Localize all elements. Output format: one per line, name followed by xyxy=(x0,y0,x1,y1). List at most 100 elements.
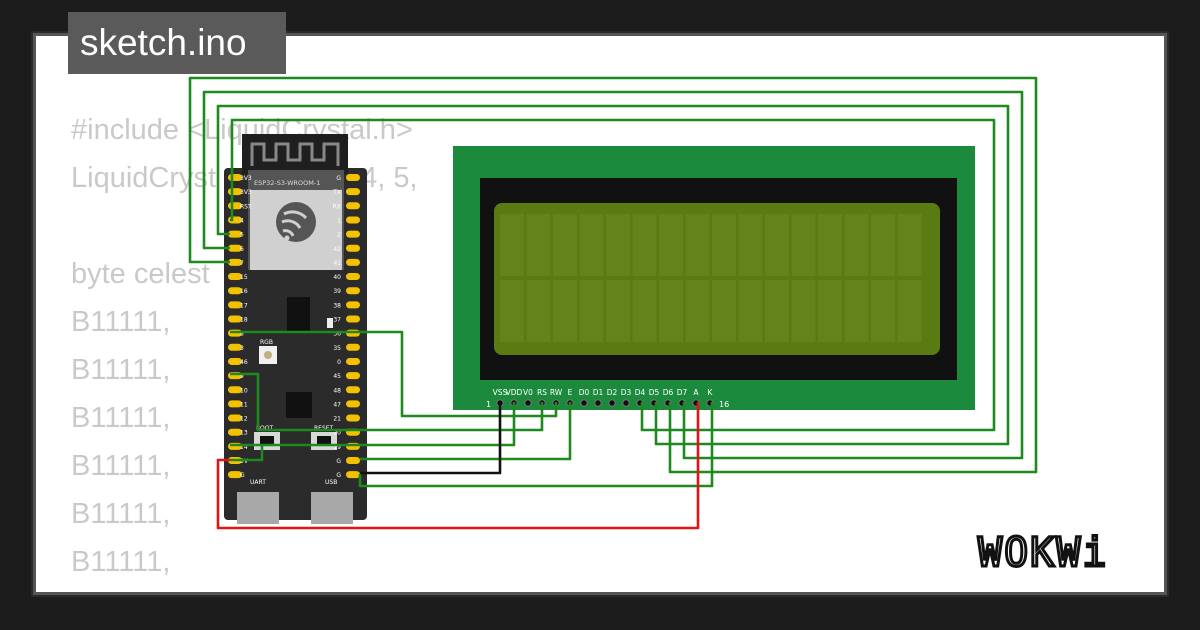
board-pin[interactable] xyxy=(346,244,360,252)
board-pin-label: 10 xyxy=(240,387,248,394)
rgb-label: RGB xyxy=(260,339,273,346)
board-pin[interactable] xyxy=(346,273,360,281)
board-pin[interactable] xyxy=(228,386,242,394)
wire-e[interactable] xyxy=(230,330,558,418)
usb-port[interactable] xyxy=(311,492,353,524)
wire-5v[interactable] xyxy=(216,402,700,530)
lcd-cell xyxy=(526,214,551,276)
lcd-cell xyxy=(844,280,869,342)
lcd-pin[interactable] xyxy=(608,399,616,407)
lcd-cell xyxy=(553,280,577,342)
board-pin[interactable] xyxy=(346,188,360,196)
lcd-cell xyxy=(712,214,736,276)
lcd-pin[interactable] xyxy=(594,399,602,407)
board-pin-label: 41 xyxy=(333,260,341,267)
wire-vdd[interactable] xyxy=(230,402,516,447)
board-pin-label: 0 xyxy=(337,359,341,366)
lcd-cell xyxy=(871,214,895,276)
wire-d5[interactable] xyxy=(216,104,1010,446)
board-pin-label: G xyxy=(240,472,245,479)
board-pin-label: 4 xyxy=(240,217,244,224)
board-pin[interactable] xyxy=(228,287,242,295)
board-pin[interactable] xyxy=(228,471,242,479)
board-pin[interactable] xyxy=(346,230,360,238)
board-pin[interactable] xyxy=(228,357,242,365)
antenna xyxy=(242,134,348,174)
board-pin[interactable] xyxy=(346,301,360,309)
lcd-cell xyxy=(712,280,736,342)
lcd-cell xyxy=(500,214,524,276)
board-pin-label: 7 xyxy=(240,260,244,267)
uart-usb-port[interactable] xyxy=(237,492,279,524)
code-line: B11111, xyxy=(71,354,171,386)
board-pin-label: 11 xyxy=(240,401,248,408)
boot-button[interactable] xyxy=(254,432,280,450)
board-pin[interactable] xyxy=(228,230,242,238)
board-pin-label: 3V3 xyxy=(240,189,252,196)
board-pin-label: RX xyxy=(333,203,341,210)
lcd-cell xyxy=(659,280,683,342)
board-pin[interactable] xyxy=(346,315,360,323)
board-pin-label: 9 xyxy=(240,373,244,380)
led-smd xyxy=(327,318,333,328)
board-pin-label: 17 xyxy=(240,302,248,309)
lcd-cell xyxy=(500,280,524,342)
board-pin-label: 42 xyxy=(333,246,341,253)
wire-d6[interactable] xyxy=(202,90,1024,460)
lcd-pin[interactable] xyxy=(524,399,532,407)
wire-d7[interactable] xyxy=(188,76,1038,474)
wire-rw[interactable] xyxy=(360,402,572,461)
lcd-pin-label: RS xyxy=(537,388,547,397)
board-pin[interactable] xyxy=(346,343,360,351)
board-pin[interactable] xyxy=(228,244,242,252)
lcd-pin-label: E xyxy=(568,388,573,397)
wire-gnd[interactable] xyxy=(360,402,502,475)
board-pin[interactable] xyxy=(346,414,360,422)
wire-bl[interactable] xyxy=(230,446,264,462)
lcd-cell xyxy=(553,214,577,276)
board-pin[interactable] xyxy=(228,258,242,266)
board-pin[interactable] xyxy=(346,386,360,394)
lcd-pin[interactable] xyxy=(622,399,630,407)
board-pin[interactable] xyxy=(346,287,360,295)
board-pin-label: 18 xyxy=(240,317,248,324)
board-pin[interactable] xyxy=(346,216,360,224)
code-line: B11111, xyxy=(71,546,171,578)
board-pin[interactable] xyxy=(228,400,242,408)
board-pin-label: TX xyxy=(332,189,341,196)
board-pin[interactable] xyxy=(228,414,242,422)
lcd-pin-label: A xyxy=(693,388,699,397)
board-pin-label: G xyxy=(336,175,341,182)
wire-d4[interactable] xyxy=(230,118,996,432)
board-pin[interactable] xyxy=(228,315,242,323)
board-pin[interactable] xyxy=(346,372,360,380)
lcd-pin[interactable] xyxy=(580,399,588,407)
wire-rs[interactable] xyxy=(230,372,544,432)
board-pin[interactable] xyxy=(228,273,242,281)
board-pin-label: G xyxy=(336,472,341,479)
wires xyxy=(188,76,1038,530)
wire-k[interactable] xyxy=(358,402,714,488)
board-pin[interactable] xyxy=(346,202,360,210)
board-pin-label: 6 xyxy=(240,246,244,253)
ldo-chip xyxy=(287,297,310,333)
lcd-cell xyxy=(871,280,895,342)
board-pin[interactable] xyxy=(228,301,242,309)
board-pin-label: 5V xyxy=(240,458,249,465)
esp32-s3-board[interactable]: ESP32-S3-WROOM-1 RGB BOOT RESET UART xyxy=(224,134,367,524)
board-pin[interactable] xyxy=(228,428,242,436)
board-pin[interactable] xyxy=(346,357,360,365)
board-pin[interactable] xyxy=(346,471,360,479)
lcd-cell xyxy=(685,214,710,276)
lcd-character-grid xyxy=(500,214,922,342)
code-line: B11111, xyxy=(71,498,171,530)
board-pin[interactable] xyxy=(228,343,242,351)
board-pin[interactable] xyxy=(346,457,360,464)
board-pin-label: 3V3 xyxy=(240,175,252,182)
board-pin[interactable] xyxy=(346,174,360,181)
board-pin[interactable] xyxy=(346,400,360,408)
lcd-cell xyxy=(791,280,816,342)
board-pin[interactable] xyxy=(346,258,360,266)
